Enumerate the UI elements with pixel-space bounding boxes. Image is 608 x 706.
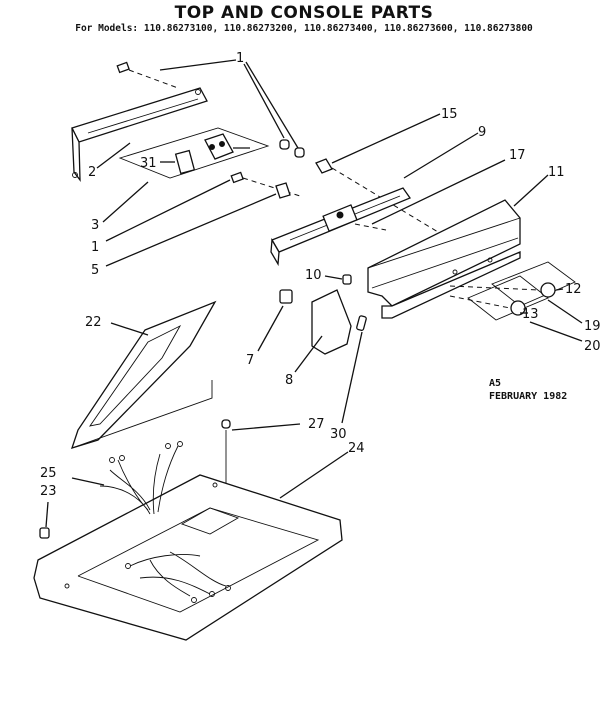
- screw-part-27: [221, 419, 231, 488]
- callout-8: 8: [285, 373, 293, 388]
- callout-25: 25: [40, 466, 57, 481]
- screw-part-3: [230, 171, 301, 197]
- revision-date: FEBRUARY 1982: [489, 391, 568, 402]
- screw-part-1-top: [116, 61, 179, 89]
- callout-31: 31: [140, 156, 157, 171]
- callout-15: 15: [441, 107, 458, 122]
- callout-27: 27: [308, 417, 325, 432]
- callout-24: 24: [348, 441, 365, 456]
- top-panel-part-24: [33, 474, 343, 641]
- bracket-part-2: [71, 87, 208, 183]
- callout-19: 19: [584, 319, 601, 334]
- wire-harness-part-25: [99, 441, 231, 603]
- callout-5: 5: [91, 263, 99, 278]
- model-numbers: For Models: 110.86273100, 110.86273200, …: [75, 23, 533, 34]
- callout-7: 7: [246, 353, 254, 368]
- knobs-area-19-20: [449, 261, 576, 321]
- callout-20: 20: [584, 339, 601, 354]
- callout-3: 3: [91, 218, 99, 233]
- diagram-title: TOP AND CONSOLE PARTS: [174, 3, 434, 23]
- screw-part-30: [356, 315, 367, 331]
- screw-part-23: [39, 527, 50, 539]
- leader-lines: [45, 59, 583, 528]
- switch-panel: [118, 127, 270, 179]
- control-channel-part-9: [270, 187, 411, 267]
- callout-numbers: 1 2 31 3 1 5 15 9 17 11 10 12 13 19 20 2…: [40, 51, 601, 499]
- clip-part-15: [315, 158, 439, 233]
- screw-part-10: [342, 274, 352, 285]
- callout-1-left: 1: [91, 240, 99, 255]
- callout-23: 23: [40, 484, 57, 499]
- callout-11: 11: [548, 165, 565, 180]
- callout-22: 22: [85, 315, 102, 330]
- console-panel-part-11: [367, 199, 521, 319]
- callout-12: 12: [565, 282, 582, 297]
- callout-2: 2: [88, 165, 96, 180]
- revision-code: A5: [489, 378, 502, 389]
- lid-part-22: [70, 300, 217, 449]
- callout-13: 13: [522, 307, 539, 322]
- screws-part-1-right: [279, 139, 305, 158]
- callout-30: 30: [330, 427, 347, 442]
- callout-1-top: 1: [236, 51, 244, 66]
- clip-part-5: [275, 182, 291, 199]
- cover-part-8: [311, 289, 352, 355]
- callout-10: 10: [305, 268, 322, 283]
- callout-17: 17: [509, 148, 526, 163]
- clip-part-7: [279, 289, 293, 304]
- callout-9: 9: [478, 125, 486, 140]
